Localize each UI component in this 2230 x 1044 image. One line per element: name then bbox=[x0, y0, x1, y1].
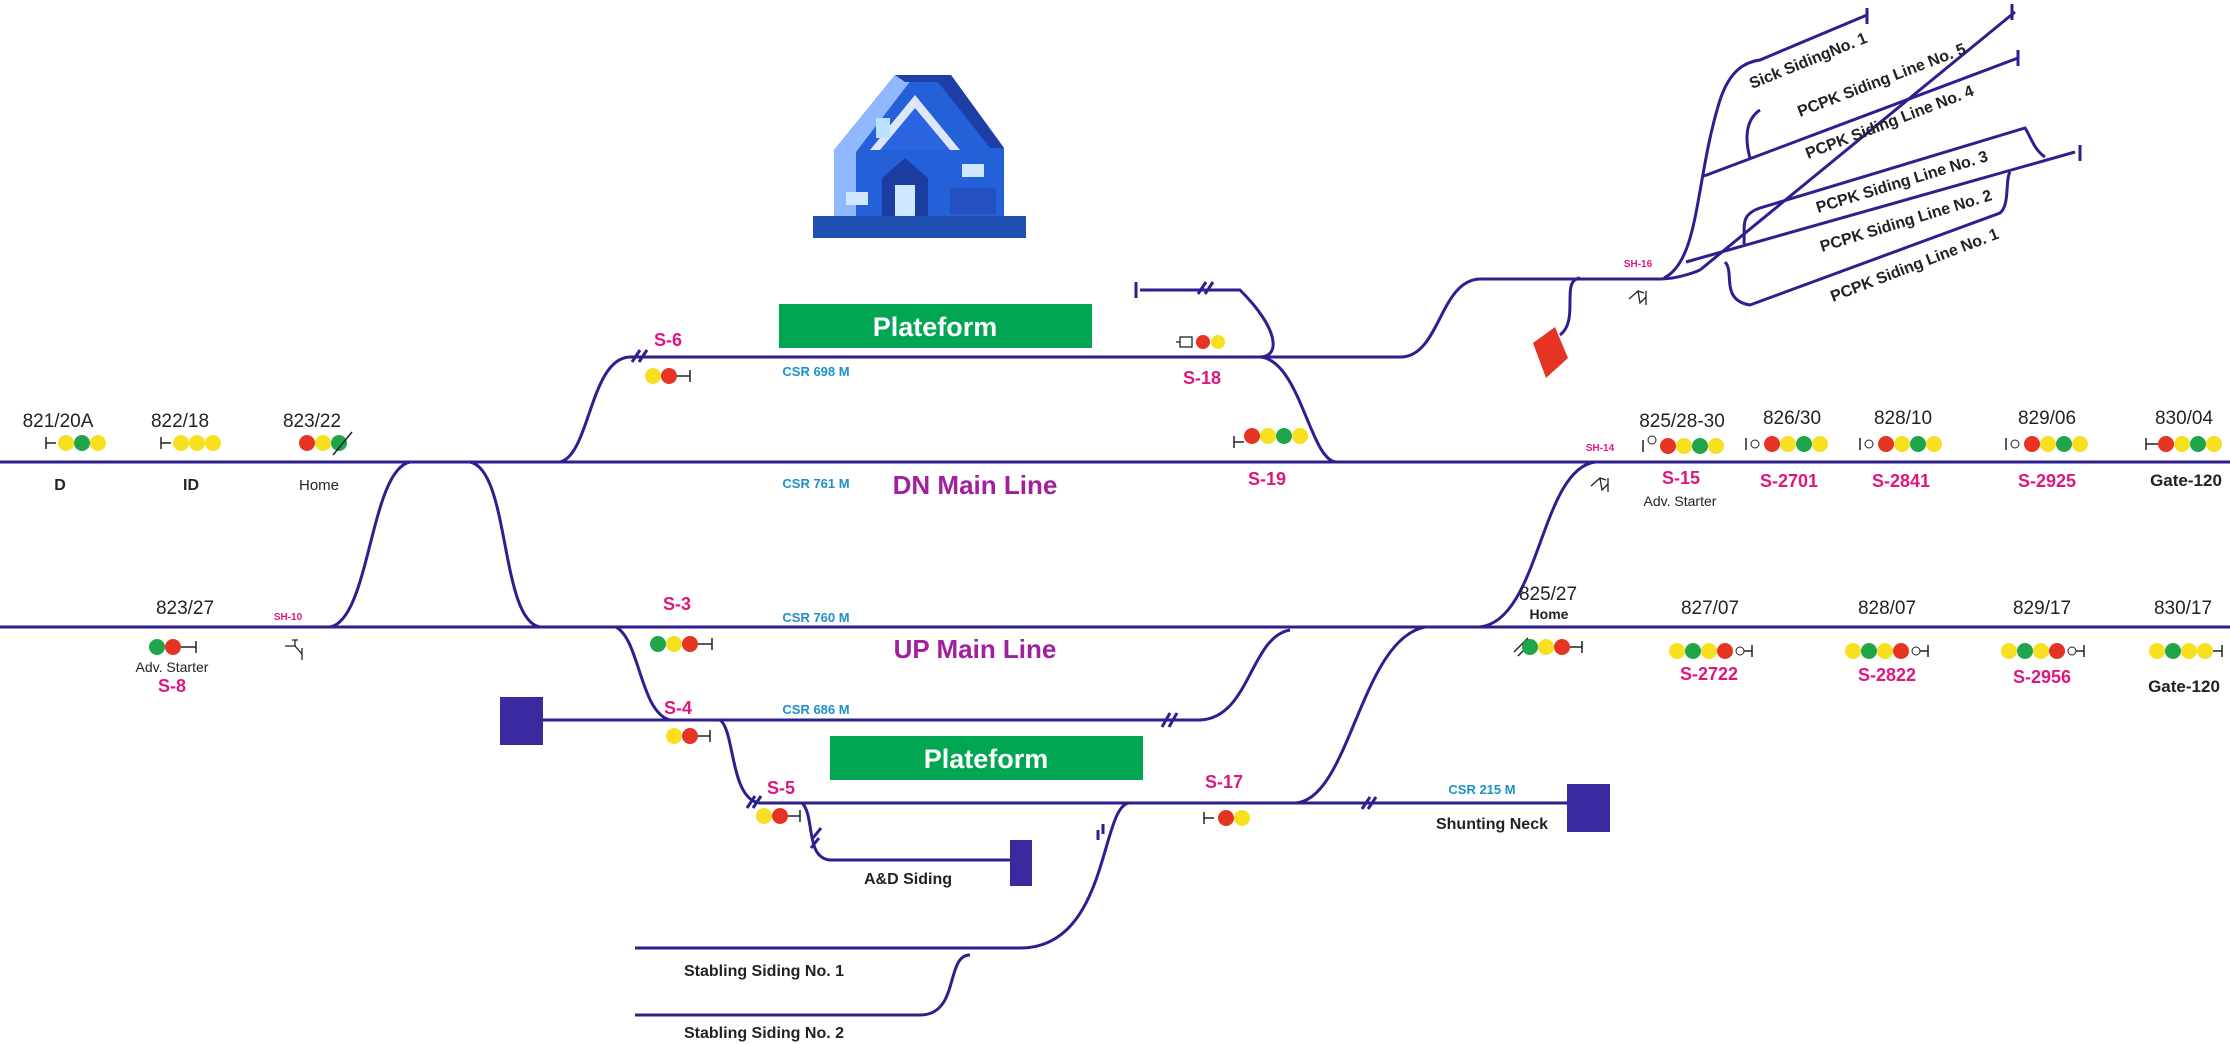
signal-gate-120-up bbox=[2149, 643, 2223, 659]
platform-upper bbox=[779, 304, 1092, 348]
label-gate-120-dn: Gate-120 bbox=[2150, 471, 2222, 490]
label-adv-starter-dn: Adv. Starter bbox=[1644, 493, 1717, 509]
signal-gate-120-dn bbox=[2145, 436, 2222, 452]
up-main-line-label: UP Main Line bbox=[894, 634, 1057, 664]
signal-s-18 bbox=[1176, 335, 1225, 349]
signal-s-2822 bbox=[1845, 643, 1929, 659]
tracks bbox=[0, 4, 2230, 1017]
km-826-30: 826/30 bbox=[1763, 408, 1821, 429]
label-d: D bbox=[54, 477, 66, 494]
km-822-18: 822/18 bbox=[151, 411, 209, 432]
signal-label-s-17: S-17 bbox=[1205, 772, 1243, 792]
signal-label-s-2841: S-2841 bbox=[1872, 471, 1930, 491]
station-house-icon bbox=[813, 75, 1026, 238]
signal-label-s-15: S-15 bbox=[1662, 468, 1700, 488]
buffer-stop-shunting-neck bbox=[1567, 784, 1610, 832]
signal-s-15 bbox=[1642, 435, 1724, 454]
signal-s-2925 bbox=[2005, 436, 2088, 452]
csr-761: CSR 761 M bbox=[782, 476, 849, 491]
siding-label-shunting-neck: Shunting Neck bbox=[1436, 816, 1548, 833]
signal-label-s-3: S-3 bbox=[663, 594, 691, 614]
signal-label-s-8: S-8 bbox=[158, 676, 186, 696]
km-823-22: 823/22 bbox=[283, 411, 341, 432]
km-825-28-30: 825/28-30 bbox=[1639, 411, 1725, 432]
signal-821-20a bbox=[45, 435, 106, 451]
label-adv-starter-up: Adv. Starter bbox=[136, 659, 209, 675]
shunt-label-sh10: SH-10 bbox=[274, 612, 303, 623]
signal-822-18 bbox=[160, 435, 221, 451]
km-829-06: 829/06 bbox=[2018, 408, 2076, 429]
signal-s-2841 bbox=[1859, 436, 1942, 452]
signal-s-17 bbox=[1203, 810, 1250, 826]
signal-s-2956 bbox=[2001, 643, 2085, 659]
csr-698: CSR 698 M bbox=[782, 364, 849, 379]
km-827-07: 827/07 bbox=[1681, 598, 1739, 619]
signal-s-8 bbox=[149, 639, 197, 655]
signal-s-2701 bbox=[1745, 436, 1828, 452]
csr-686: CSR 686 M bbox=[782, 702, 849, 717]
platform-lower bbox=[830, 736, 1143, 780]
signal-label-s-2722: S-2722 bbox=[1680, 664, 1738, 684]
signal-823-22-home bbox=[299, 431, 353, 456]
signal-label-s-2701: S-2701 bbox=[1760, 471, 1818, 491]
label-id: ID bbox=[183, 477, 199, 494]
signal-s-2722 bbox=[1669, 643, 1753, 659]
label-home: Home bbox=[299, 477, 339, 494]
shunt-signal-icon-sh16 bbox=[1628, 290, 1647, 305]
siding-label-stabling-2: Stabling Siding No. 2 bbox=[684, 1025, 844, 1042]
platform-lower-label: Plateform bbox=[924, 744, 1049, 774]
label-home-up: Home bbox=[1530, 606, 1569, 622]
km-821-20a: 821/20A bbox=[23, 411, 94, 432]
shunt-signal-icon-sh10 bbox=[285, 639, 303, 660]
dn-main-line-label: DN Main Line bbox=[893, 470, 1058, 500]
signal-label-s-19: S-19 bbox=[1248, 469, 1286, 489]
siding-label-ad: A&D Siding bbox=[864, 871, 952, 888]
siding-label-stabling-1: Stabling Siding No. 1 bbox=[684, 963, 844, 980]
signal-825-27-home bbox=[1513, 637, 1583, 657]
signal-label-s-2822: S-2822 bbox=[1858, 665, 1916, 685]
buffer-stop-ad-siding bbox=[1010, 840, 1032, 886]
signal-label-s-18: S-18 bbox=[1183, 368, 1221, 388]
label-gate-120-up: Gate-120 bbox=[2148, 677, 2220, 696]
signal-label-s-4: S-4 bbox=[664, 698, 692, 718]
signal-label-s-2956: S-2956 bbox=[2013, 667, 2071, 687]
km-828-10: 828/10 bbox=[1874, 408, 1932, 429]
signal-s-6 bbox=[645, 368, 691, 384]
km-830-17: 830/17 bbox=[2154, 598, 2212, 619]
km-829-17: 829/17 bbox=[2013, 598, 2071, 619]
signal-s-19 bbox=[1233, 428, 1308, 448]
signal-s-3 bbox=[650, 636, 713, 652]
shunt-label-sh14: SH-14 bbox=[1586, 443, 1615, 454]
signal-label-s-2925: S-2925 bbox=[2018, 471, 2076, 491]
km-830-04: 830/04 bbox=[2155, 408, 2214, 429]
km-828-07: 828/07 bbox=[1858, 598, 1916, 619]
platform-upper-label: Plateform bbox=[873, 312, 998, 342]
shunt-signal-icon-sh14 bbox=[1590, 477, 1609, 492]
signal-label-s-5: S-5 bbox=[767, 778, 795, 798]
csr-215: CSR 215 M bbox=[1448, 782, 1515, 797]
buffer-stop-left bbox=[500, 697, 543, 745]
km-823-27: 823/27 bbox=[156, 598, 214, 619]
derail-marker bbox=[1533, 327, 1568, 378]
csr-760: CSR 760 M bbox=[782, 610, 849, 625]
signal-s-5 bbox=[756, 808, 801, 824]
signal-s-4 bbox=[666, 728, 711, 744]
shunt-label-sh16: SH-16 bbox=[1624, 259, 1653, 270]
km-825-27: 825/27 bbox=[1519, 584, 1577, 605]
signal-label-s-6: S-6 bbox=[654, 330, 682, 350]
